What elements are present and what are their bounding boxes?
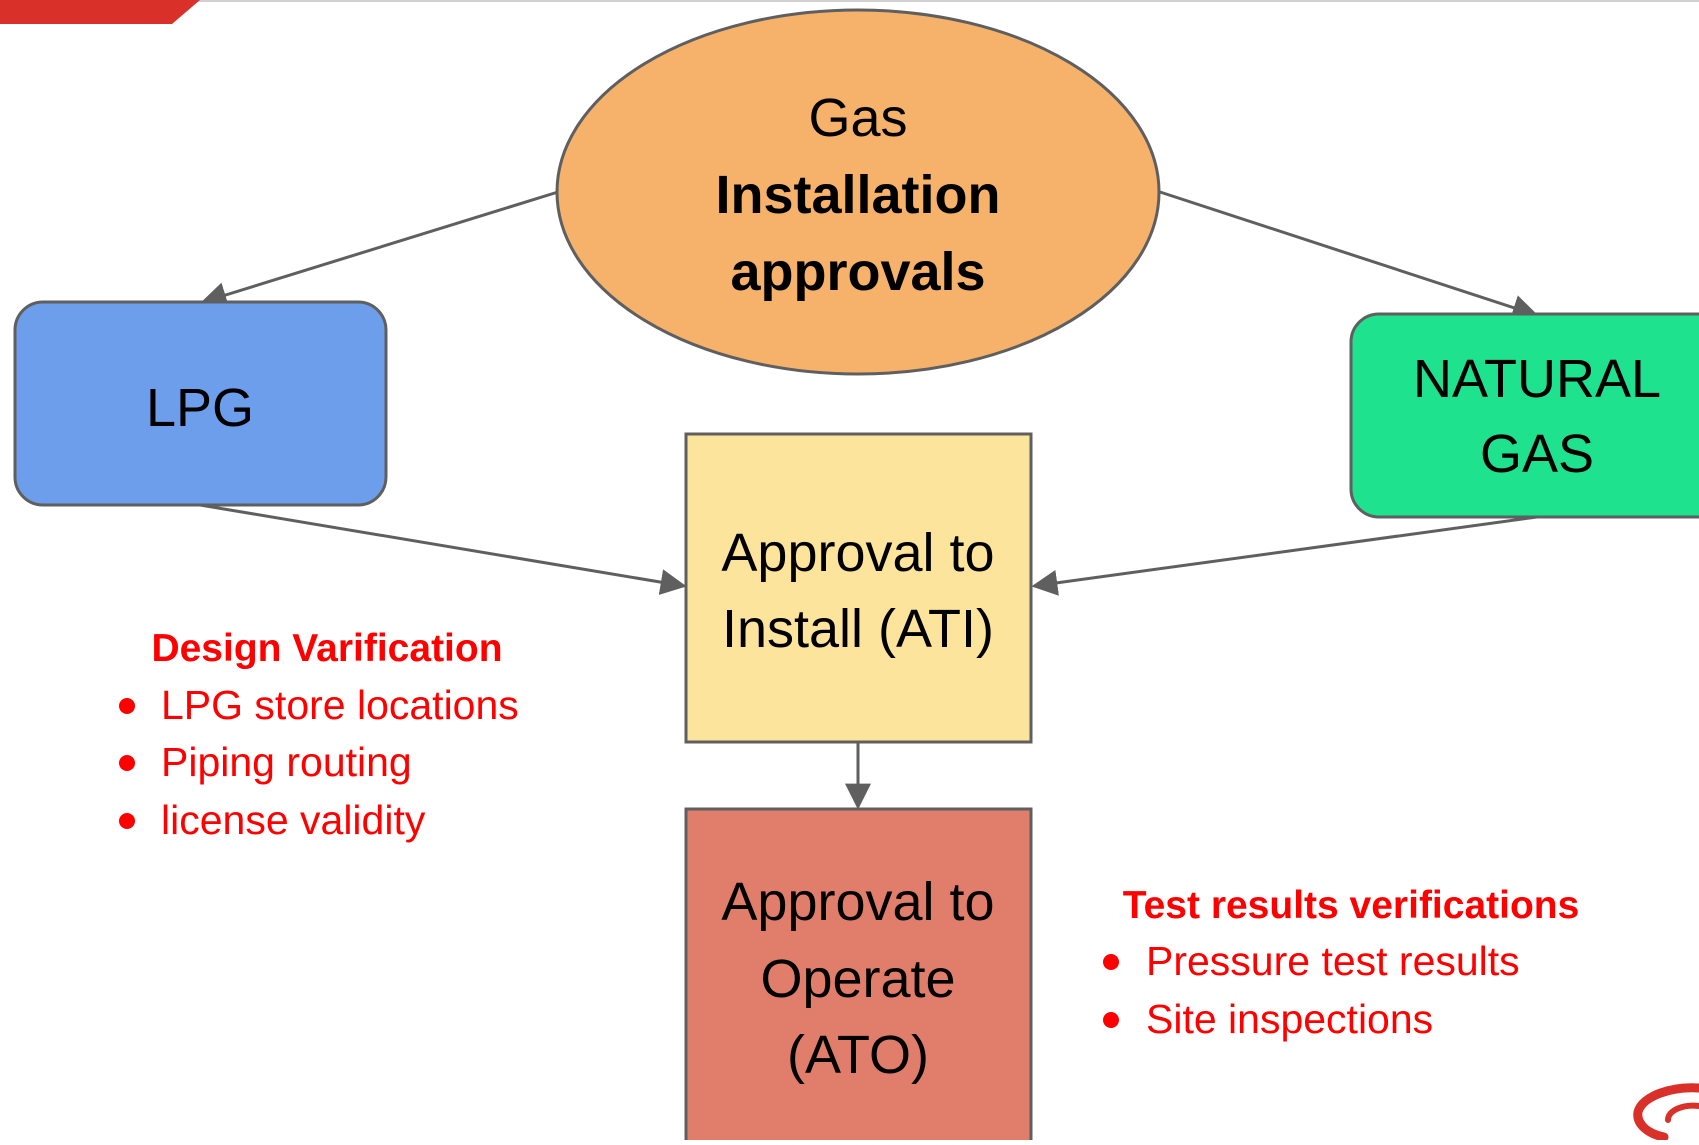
design-note-title: Design Varification	[151, 627, 502, 670]
ati-line2: Install (ATI)	[722, 599, 994, 659]
design-bullet-3	[119, 813, 135, 829]
arrow-gas-to-lpg	[200, 190, 559, 308]
test-note-title: Test results verifications	[1123, 884, 1580, 927]
arrow-natural-gas-to-ati	[1031, 515, 1538, 596]
natural-gas-node: NATURAL GAS	[1349, 312, 1699, 519]
gas-title-line3: approvals	[730, 242, 985, 302]
design-bullet-1	[119, 698, 135, 714]
design-bullet-2	[119, 755, 135, 771]
design-item-2: Piping routing	[161, 739, 412, 785]
natural-gas-line2: GAS	[1480, 424, 1594, 484]
ato-line3: (ATO)	[787, 1025, 929, 1085]
gas-title-line1: Gas	[808, 88, 907, 148]
test-results-note: Test results verifications Pressure test…	[1103, 884, 1579, 1042]
design-verification-note: Design Varification LPG store locations …	[119, 627, 519, 843]
gas-title-line2: Installation	[715, 165, 1000, 225]
test-bullet-1	[1103, 954, 1119, 970]
ato-line2: Operate	[760, 949, 955, 1009]
gas-installation-node: Gas Installation approvals	[555, 8, 1161, 376]
design-item-1: LPG store locations	[161, 682, 519, 728]
natural-gas-box	[1349, 312, 1699, 519]
logo-swoosh-outer	[1633, 1083, 1699, 1142]
test-item-1: Pressure test results	[1146, 938, 1520, 984]
arrow-gas-to-natural-gas	[1159, 190, 1539, 321]
header-red-accent	[0, 0, 200, 24]
lpg-label: LPG	[146, 378, 254, 438]
test-item-2: Site inspections	[1146, 996, 1433, 1042]
logo-swoosh-inner	[1665, 1102, 1699, 1123]
ato-box	[684, 807, 1033, 1145]
arrow-lpg-to-ati	[199, 503, 687, 595]
ato-node: Approval to Operate (ATO)	[684, 807, 1033, 1145]
ati-box	[684, 432, 1033, 744]
ati-line1: Approval to	[721, 523, 994, 583]
corner-logo	[1633, 1083, 1699, 1142]
lpg-box	[13, 300, 388, 507]
design-item-3: license validity	[161, 797, 426, 843]
gas-ellipse	[555, 8, 1161, 376]
test-bullet-2	[1103, 1012, 1119, 1028]
natural-gas-line1: NATURAL	[1413, 349, 1661, 409]
ati-node: Approval to Install (ATI)	[684, 432, 1033, 744]
ato-line1: Approval to	[721, 872, 994, 932]
lpg-node: LPG	[13, 300, 388, 507]
